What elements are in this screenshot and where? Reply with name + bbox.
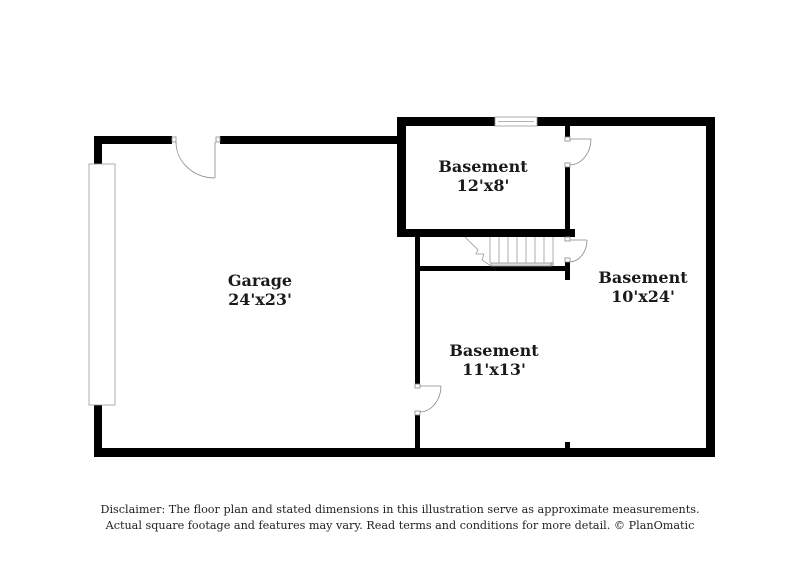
room-dimensions: 24'x23' [228, 290, 292, 309]
room-name: Garage [227, 271, 293, 290]
basement-12x8-door [564, 136, 592, 168]
stairs [464, 236, 554, 267]
room-name: Basement [598, 268, 688, 287]
room-dimensions: 12'x8' [456, 176, 510, 195]
room-label-basement-10x24: Basement 10'x24' [583, 268, 703, 306]
disclaimer: Disclaimer: The floor plan and stated di… [0, 502, 800, 534]
stair-hall-door [564, 236, 588, 263]
garage-entry-door [171, 136, 221, 179]
room-dimensions: 10'x24' [611, 287, 675, 306]
room-label-garage: Garage 24'x23' [200, 271, 320, 309]
disclaimer-line-1: Disclaimer: The floor plan and stated di… [100, 503, 700, 516]
room-dimensions: 11'x13' [462, 360, 526, 379]
room-name: Basement [438, 157, 528, 176]
room-label-basement-12x8: Basement 12'x8' [423, 157, 543, 195]
walls [94, 117, 715, 457]
room-name: Basement [449, 341, 539, 360]
garage-door [88, 163, 116, 406]
basement-11x13-door [414, 383, 442, 416]
room-label-basement-11x13: Basement 11'x13' [434, 341, 554, 379]
window [494, 116, 538, 127]
disclaimer-line-2: Actual square footage and features may v… [105, 519, 695, 532]
